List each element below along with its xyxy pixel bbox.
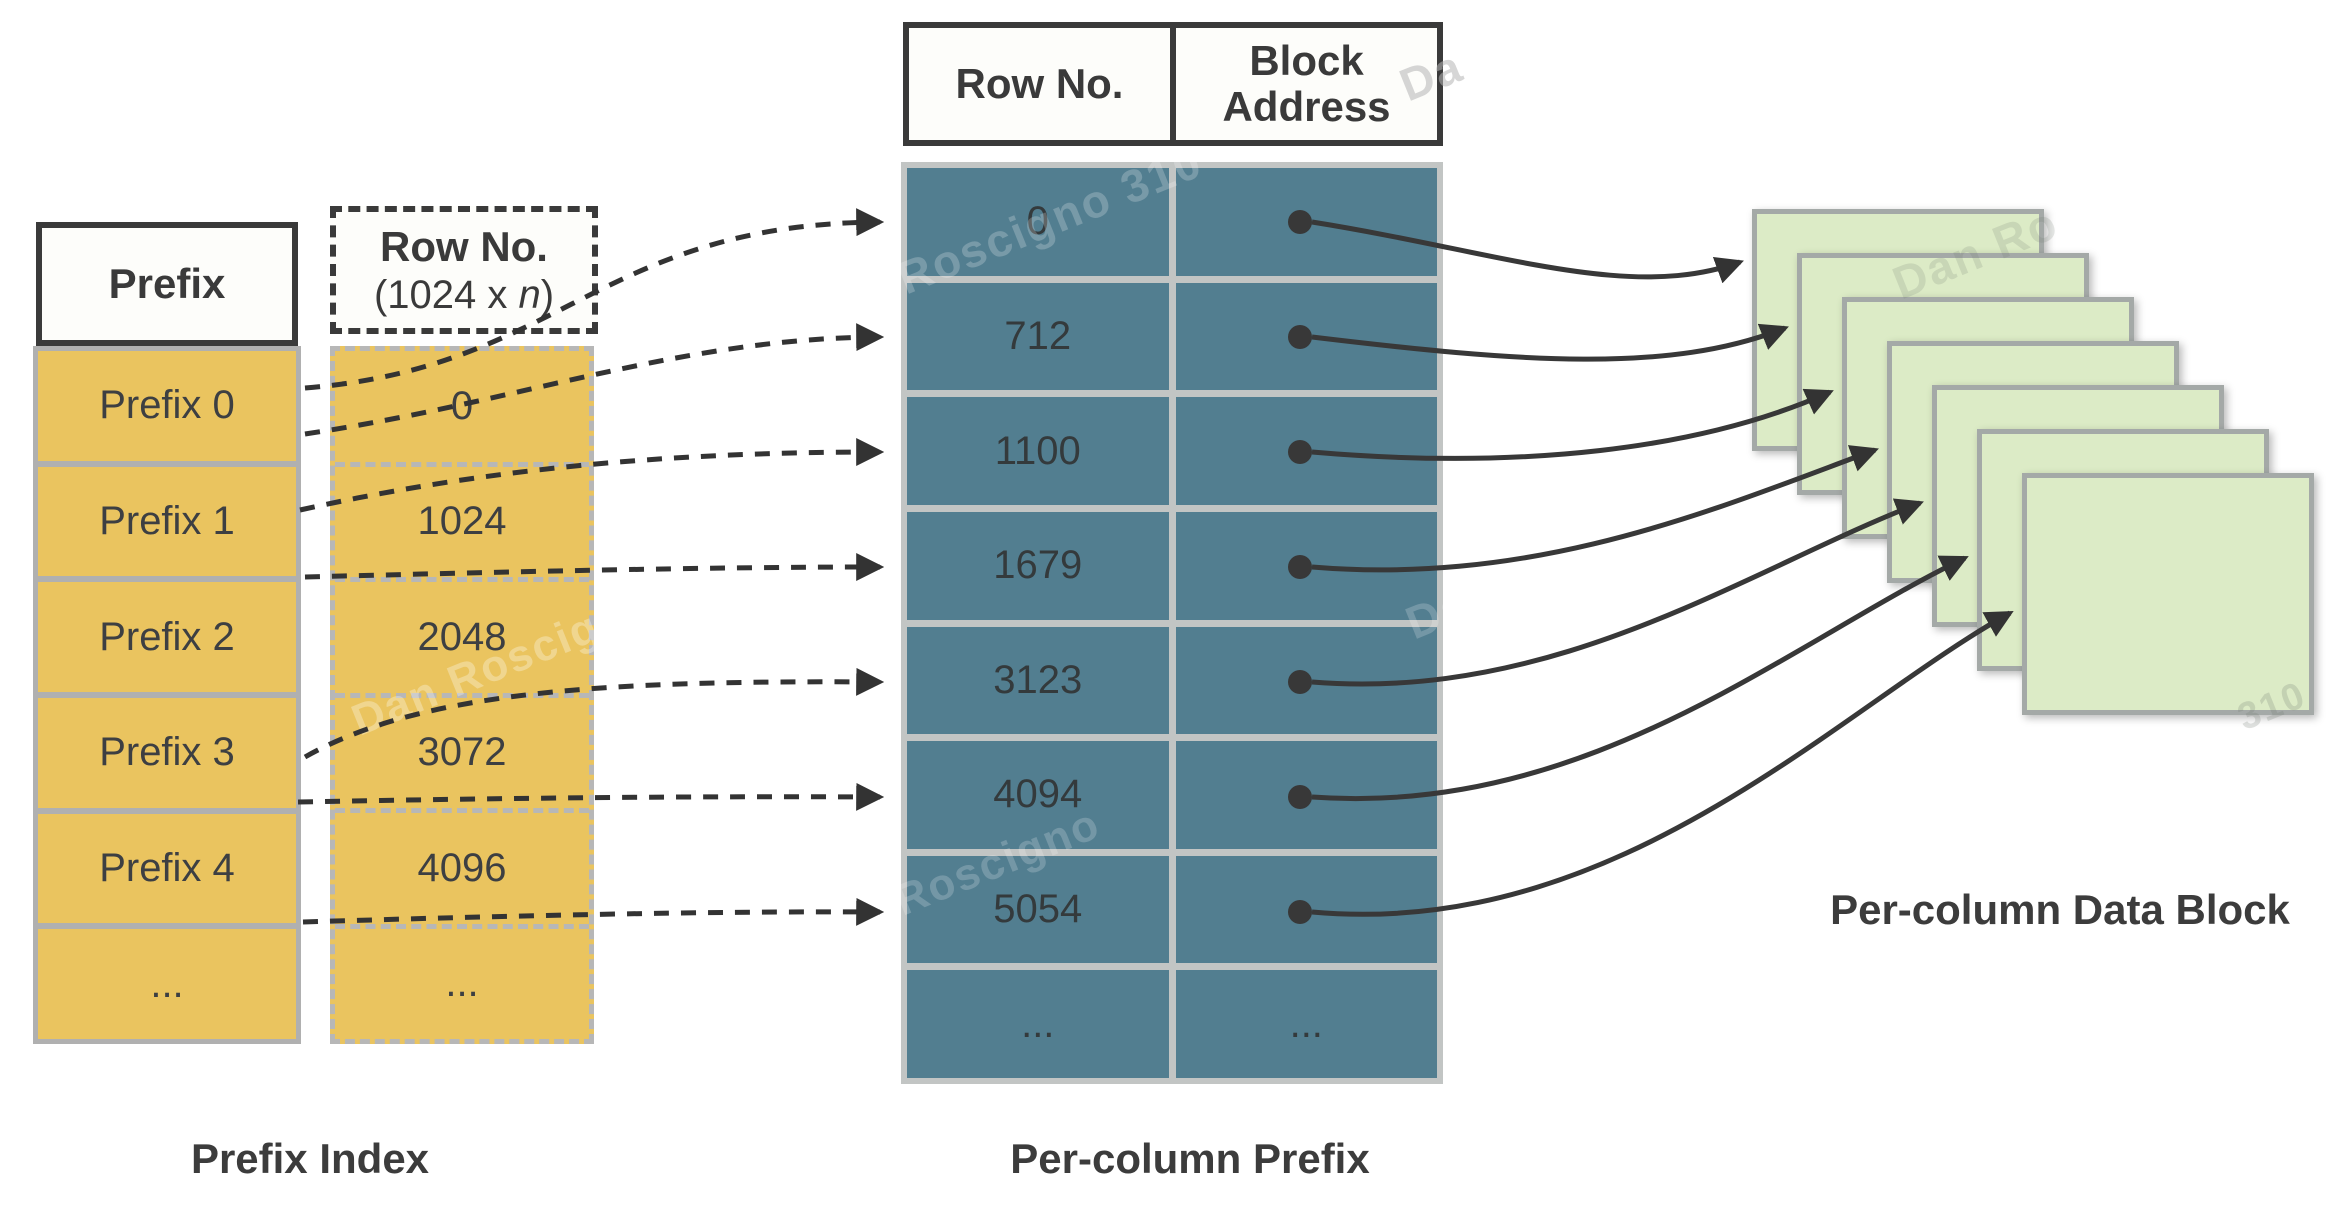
dashed-arrow-prefix3-to-row4094 — [297, 782, 885, 811]
block-address-dot — [1288, 325, 1312, 349]
prefix-index-header-label: Prefix — [108, 260, 226, 307]
block-address-dot — [1288, 900, 1312, 924]
row-no-cell: 1024 — [335, 461, 589, 578]
prefix-cell-ellipsis: ... — [38, 929, 296, 1040]
prefix-cell: Prefix 4 — [38, 813, 296, 924]
dashed-arrow-prefix0-to-row712 — [304, 323, 885, 437]
prefix-cell: Prefix 3 — [38, 698, 296, 808]
per-column-prefix-table: 0 712 1100 1679 3123 4094 5054 ... ... — [901, 162, 1443, 1084]
prefix-index-caption: Prefix Index — [190, 1135, 430, 1182]
pointer-arrow-to-block4 — [1311, 445, 1879, 573]
block-address-dot — [1288, 670, 1312, 694]
pointer-arrow-to-block6 — [1311, 555, 1969, 801]
prefix-cell: Prefix 2 — [38, 582, 296, 693]
prefix-cell: Prefix 1 — [38, 466, 296, 577]
row-no-cell: 2048 — [335, 577, 589, 693]
row-no-value: 1100 — [907, 397, 1169, 505]
pointer-arrow-to-block5 — [1311, 498, 1924, 687]
pointer-arrow-to-block3 — [1311, 388, 1834, 461]
row-no-header-title: Row No. — [380, 222, 548, 270]
block-address-dot — [1288, 555, 1312, 579]
prefix-cell: Prefix 0 — [38, 351, 296, 461]
dashed-arrow-prefix0-to-row0 — [304, 208, 885, 391]
row-no-cell: 4096 — [335, 808, 589, 924]
block-address-dot — [1288, 440, 1312, 464]
column-header-row-no: Row No. — [955, 59, 1124, 107]
dashed-arrow-prefix1-to-row1679 — [304, 553, 885, 582]
row-no-header-subtitle: (1024 x n) — [373, 272, 555, 317]
per-column-prefix-caption: Per-column Prefix — [1010, 1135, 1370, 1182]
block-address-dot — [1288, 210, 1312, 234]
row-no-column: 0 1024 2048 3072 4096 ... — [330, 346, 594, 1044]
block-address-dot — [1288, 785, 1312, 809]
prefix-index-header: Prefix — [36, 222, 298, 346]
row-no-value: 5054 — [907, 855, 1169, 964]
prefix-index-table: Prefix 0 Prefix 1 Prefix 2 Prefix 3 Pref… — [33, 346, 301, 1044]
row-no-cell: 0 — [450, 383, 474, 428]
row-no-cell-ellipsis: ... — [335, 923, 589, 1040]
row-no-value-ellipsis: ... — [907, 970, 1169, 1078]
block-address-ellipsis: ... — [1175, 970, 1437, 1078]
row-no-value: 1679 — [907, 511, 1169, 620]
row-no-value: 3123 — [907, 626, 1169, 735]
pointer-arrow-to-block2 — [1311, 323, 1789, 362]
pointer-arrow-to-block1 — [1311, 219, 1744, 284]
row-no-value: 4094 — [907, 741, 1169, 849]
row-no-value: 0 — [907, 168, 1169, 276]
row-no-value: 712 — [907, 282, 1169, 391]
pointer-arrow-to-block7 — [1311, 610, 2014, 917]
row-no-cell: 3072 — [335, 692, 589, 809]
dashed-arrow-prefix1-to-row1100 — [299, 438, 885, 513]
per-column-data-block-caption: Per-column Data Block — [1830, 886, 2290, 933]
column-header-block-address: Block Address — [1170, 28, 1437, 140]
row-no-header: Row No. (1024 x n) — [330, 206, 598, 334]
data-block — [2022, 473, 2314, 715]
dashed-arrow-prefix4-to-row5054 — [302, 897, 885, 926]
per-column-prefix-header: Row No. Block Address — [903, 22, 1443, 146]
dashed-arrow-prefix3-to-row3123 — [303, 667, 885, 760]
